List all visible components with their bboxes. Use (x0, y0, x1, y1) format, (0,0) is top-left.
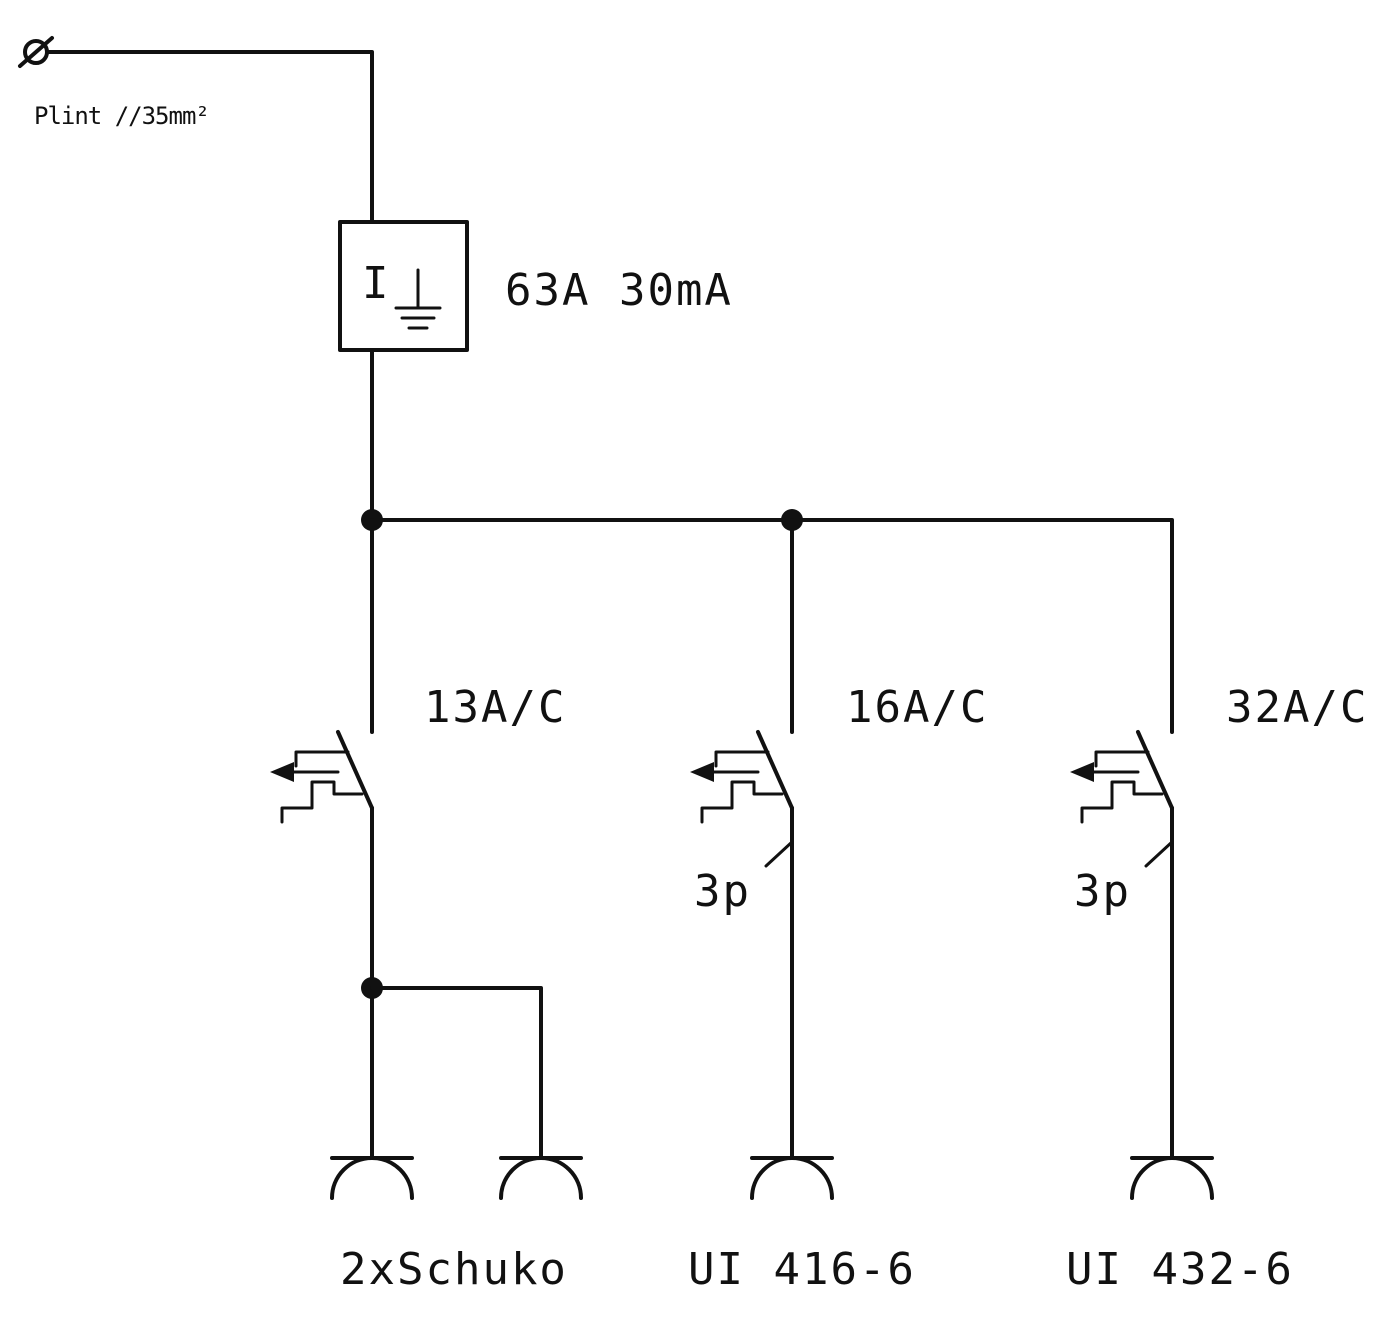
breaker-3-poles: 3p (1074, 866, 1131, 917)
breaker-1-arrow-icon (270, 762, 294, 782)
rcd-device: I (338, 220, 469, 352)
socket-icon-1a (330, 1156, 414, 1200)
rcd-rating-label: 63A 30mA (505, 265, 733, 316)
breaker-3-pole-tick (1144, 840, 1174, 868)
terminal-slash (18, 36, 54, 68)
socket-icon-3 (1130, 1156, 1214, 1200)
breaker-2-rating: 16A/C (846, 682, 988, 733)
branch-1: 13A/C 2xSchuko (270, 518, 583, 1295)
branch-2: 16A/C 3p UI 416-6 (688, 518, 988, 1295)
output-2-label: UI 416-6 (688, 1244, 916, 1295)
socket-icon-1b (499, 1156, 583, 1200)
breaker-2-poles: 3p (694, 866, 751, 917)
socket-icon-2 (750, 1156, 834, 1200)
breaker-1-rating: 13A/C (424, 682, 566, 733)
earth-icon (394, 268, 442, 330)
busbar (370, 518, 1174, 734)
breaker-1-symbol (270, 730, 374, 824)
breaker-2-pole-tick (764, 840, 794, 868)
breaker-3-symbol (1070, 730, 1174, 868)
breaker-2-symbol (690, 730, 794, 868)
branch-3: 32A/C 3p UI 432-6 (1066, 682, 1368, 1295)
breaker-3-arrow-icon (1070, 762, 1094, 782)
rcd-current-symbol: I (362, 258, 389, 309)
output-1-label: 2xSchuko (340, 1244, 568, 1295)
branch-1-split-wire (370, 986, 543, 1160)
terminal-label: Plint //35mm² (34, 102, 209, 130)
rcd-box (338, 220, 469, 352)
feed-wire (45, 50, 374, 224)
output-3-label: UI 432-6 (1066, 1244, 1294, 1295)
breaker-2-arrow-icon (690, 762, 714, 782)
breaker-3-rating: 32A/C (1226, 682, 1368, 733)
